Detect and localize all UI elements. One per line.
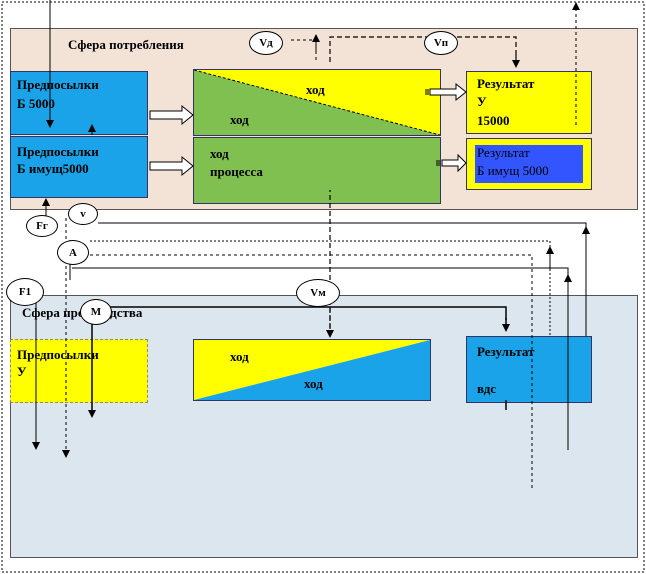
process-1-bottom-label: ход (230, 112, 249, 127)
circle-fr: Fг (26, 215, 58, 237)
prereq-1-line1: Предпосылки (17, 77, 99, 92)
circle-vp: Vп (424, 31, 458, 55)
production-process: ход ход (193, 339, 431, 401)
production-prereq-line1: Предпосылки (17, 347, 99, 362)
consumption-process-1: ход ход (193, 69, 441, 136)
result-2-line2: Б имущ 5000 (477, 163, 549, 178)
production-result-line1: Результат (477, 344, 535, 359)
circle-a: A (57, 240, 89, 265)
circle-m: M (80, 299, 112, 325)
consumption-process-2: ход процесса (193, 137, 441, 204)
process-1-top-label: ход (306, 82, 325, 97)
result-1-line3: 15000 (477, 113, 510, 128)
prereq-1-line2: Б 5000 (17, 96, 55, 111)
consumption-result-1: Результат У 15000 (466, 71, 592, 134)
consumption-prereq-1: Предпосылки Б 5000 (10, 71, 148, 135)
process-1-shape (194, 70, 440, 135)
result-2-line1: Результат (477, 145, 530, 160)
production-result: Результат вдс (466, 336, 592, 403)
circle-f1: F1 (6, 278, 44, 306)
hollow-arrow-3 (425, 82, 467, 102)
prereq-2-line2: Б имущ5000 (17, 161, 89, 176)
process-2-line2: процесса (210, 164, 263, 179)
production-prereq-line2: У (17, 364, 27, 379)
hollow-arrow-1 (149, 104, 194, 126)
result-2-inner (475, 145, 583, 183)
consumption-prereq-2: Предпосылки Б имущ5000 (10, 136, 148, 198)
result-1-line2: У (477, 94, 487, 109)
production-prereq: Предпосылки У (10, 339, 148, 403)
circle-v: v (68, 203, 98, 225)
hollow-arrow-2 (149, 155, 194, 177)
consumption-result-2: Результат Б имущ 5000 (466, 138, 592, 190)
consumption-title: Сфера потребления (68, 37, 184, 52)
hollow-arrow-4 (436, 153, 467, 173)
result-1-line1: Результат (477, 76, 535, 91)
production-process-shape (194, 340, 430, 400)
production-result-line2: вдс (477, 381, 497, 396)
production-process-top-label: ход (230, 349, 249, 364)
circle-vd: Vд (249, 31, 283, 55)
circle-vm: Vм (296, 279, 340, 307)
production-process-bottom-label: ход (304, 376, 323, 391)
prereq-2-line1: Предпосылки (17, 144, 99, 159)
process-2-line1: ход (210, 146, 229, 161)
